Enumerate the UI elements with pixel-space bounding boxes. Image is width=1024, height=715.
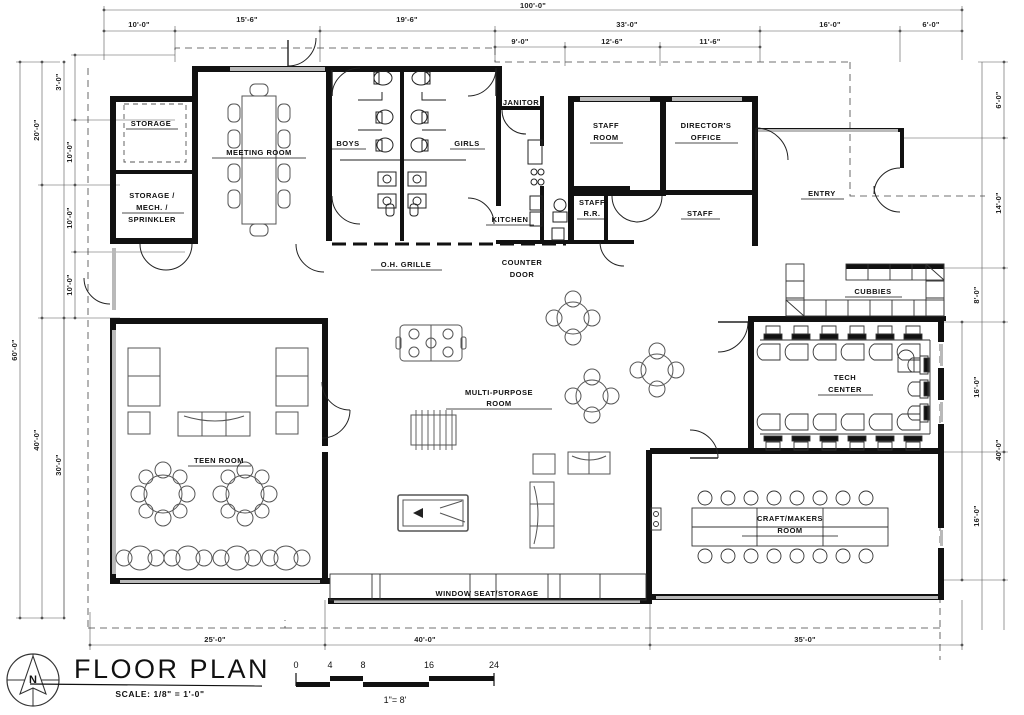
room-label-multi-purpose: MULTI-PURPOSE bbox=[465, 388, 533, 397]
dim-bottom-35: 35'-0" bbox=[794, 635, 816, 644]
left-dimension-ticks bbox=[18, 53, 77, 620]
cubbies-casework bbox=[785, 263, 945, 317]
svg-text:MECH. /: MECH. / bbox=[136, 203, 168, 212]
svg-text:ROOM: ROOM bbox=[593, 133, 618, 142]
dim-right-overall: 40'-0" bbox=[994, 439, 1003, 461]
dim-bottom-25: 25'-0" bbox=[204, 635, 226, 644]
room-label-counter-door: COUNTER bbox=[502, 258, 543, 267]
svg-text:CENTER: CENTER bbox=[828, 385, 862, 394]
teen-room-furniture bbox=[115, 347, 311, 571]
dim-top-sub-2: 12'-6" bbox=[601, 37, 623, 46]
graphic-scale-bar: 0 4 8 16 24 1"= 8' bbox=[293, 660, 499, 705]
door-swings bbox=[83, 37, 901, 459]
room-label-storage-mech: STORAGE / bbox=[129, 191, 175, 200]
sheet-title: FLOOR PLAN bbox=[74, 654, 270, 684]
north-arrow-icon: N bbox=[6, 653, 60, 707]
room-label-staff: STAFF bbox=[687, 209, 713, 218]
north-label: N bbox=[29, 674, 37, 686]
dim-top-sub-1: 9'-0" bbox=[511, 37, 528, 46]
scale-tick-8: 8 bbox=[360, 660, 365, 670]
dim-top-3: 19'-6" bbox=[396, 15, 418, 24]
dim-left-40: 40'-0" bbox=[32, 429, 41, 451]
svg-text:DOOR: DOOR bbox=[510, 270, 535, 279]
dim-top-6: 6'-0" bbox=[922, 20, 939, 29]
room-label-craft-makers: CRAFT/MAKERS bbox=[757, 514, 823, 523]
dim-right-8: 8'-0" bbox=[972, 286, 981, 303]
right-dimension-ticks bbox=[960, 60, 1006, 582]
multipurpose-furniture bbox=[395, 290, 685, 549]
svg-text:ROOM: ROOM bbox=[486, 399, 511, 408]
right-dimension-chains bbox=[900, 61, 1008, 630]
room-label-underlines bbox=[122, 107, 902, 600]
restroom-fixtures bbox=[340, 70, 466, 217]
room-label-oh-grille: O.H. GRILLE bbox=[381, 260, 432, 269]
dim-top-overall: 100'-0" bbox=[520, 1, 546, 10]
room-label-tech-center: TECH bbox=[834, 373, 856, 382]
storage-shelf-outline bbox=[123, 103, 187, 163]
window-runs bbox=[112, 67, 943, 603]
dim-left-20: 20'-0" bbox=[32, 119, 41, 141]
room-label-kitchen: KITCHEN bbox=[492, 215, 529, 224]
title-block: N FLOOR PLAN SCALE: 1/8" = 1'-0" 0 4 8 1… bbox=[6, 653, 499, 707]
dim-right-14: 14'-0" bbox=[994, 192, 1003, 214]
scale-tick-4: 4 bbox=[327, 660, 332, 670]
dim-right-6: 6'-0" bbox=[994, 91, 1003, 108]
svg-text:ROOM: ROOM bbox=[777, 526, 802, 535]
dim-bottom-40: 40'-0" bbox=[414, 635, 436, 644]
room-label-teen-room: TEEN ROOM bbox=[194, 456, 244, 465]
dim-right-16b: 16'-0" bbox=[972, 505, 981, 527]
tech-center-workstations bbox=[756, 325, 931, 451]
scale-note: SCALE: 1/8" = 1'-0" bbox=[115, 689, 204, 699]
scale-tick-16: 16 bbox=[424, 660, 434, 670]
room-label-cubbies: CUBBIES bbox=[854, 287, 891, 296]
room-label-directors-office: DIRECTOR'S bbox=[681, 121, 732, 130]
scale-tick-0: 0 bbox=[293, 660, 298, 670]
svg-text:R.R.: R.R. bbox=[584, 209, 601, 218]
dim-left-10b: 10'-0" bbox=[65, 207, 74, 229]
room-label-entry: ENTRY bbox=[808, 189, 836, 198]
left-dimension-chains bbox=[16, 54, 185, 619]
svg-text:SPRINKLER: SPRINKLER bbox=[128, 215, 176, 224]
window-seat-band bbox=[329, 573, 647, 601]
dim-top-5: 16'-0" bbox=[819, 20, 841, 29]
dim-top-2: 15'-6" bbox=[236, 15, 258, 24]
scale-equivalence: 1"= 8' bbox=[384, 695, 407, 705]
scale-tick-24: 24 bbox=[489, 660, 499, 670]
room-label-girls: GIRLS bbox=[454, 139, 479, 148]
craft-room-tables bbox=[650, 490, 889, 564]
dim-left-30: 30'-0" bbox=[54, 454, 63, 476]
room-label-meeting-room: MEETING ROOM bbox=[226, 148, 292, 157]
svg-text:OFFICE: OFFICE bbox=[691, 133, 722, 142]
room-label-storage: STORAGE bbox=[131, 119, 171, 128]
room-label-window-seat: WINDOW SEAT/STORAGE bbox=[436, 589, 539, 598]
room-labels: STORAGE STORAGE / MECH. / SPRINKLER MEET… bbox=[128, 98, 891, 598]
staff-restroom-fixtures bbox=[551, 198, 568, 241]
dim-left-3: 3'-0" bbox=[54, 73, 63, 90]
top-dimension-ticks bbox=[102, 8, 964, 49]
kitchen-fixtures bbox=[527, 139, 545, 227]
dim-top-sub-3: 11'-6" bbox=[699, 37, 720, 46]
dim-left-10a: 10'-0" bbox=[65, 141, 74, 163]
dim-top-1: 10'-0" bbox=[128, 20, 150, 29]
dim-right-16a: 16'-0" bbox=[972, 376, 981, 398]
dim-left-10c: 10'-0" bbox=[65, 274, 74, 296]
dim-top-4: 33'-0" bbox=[616, 20, 638, 29]
door-leaves bbox=[287, 40, 757, 459]
room-label-boys: BOYS bbox=[336, 139, 359, 148]
room-label-staff-rr: STAFF bbox=[579, 198, 605, 207]
room-label-staff-room: STAFF bbox=[593, 121, 619, 130]
bottom-dimension-ticks bbox=[88, 643, 964, 647]
dim-left-overall: 60'-0" bbox=[10, 339, 19, 361]
room-label-janitor: JANITOR bbox=[503, 98, 539, 107]
meeting-room-table bbox=[227, 83, 291, 237]
